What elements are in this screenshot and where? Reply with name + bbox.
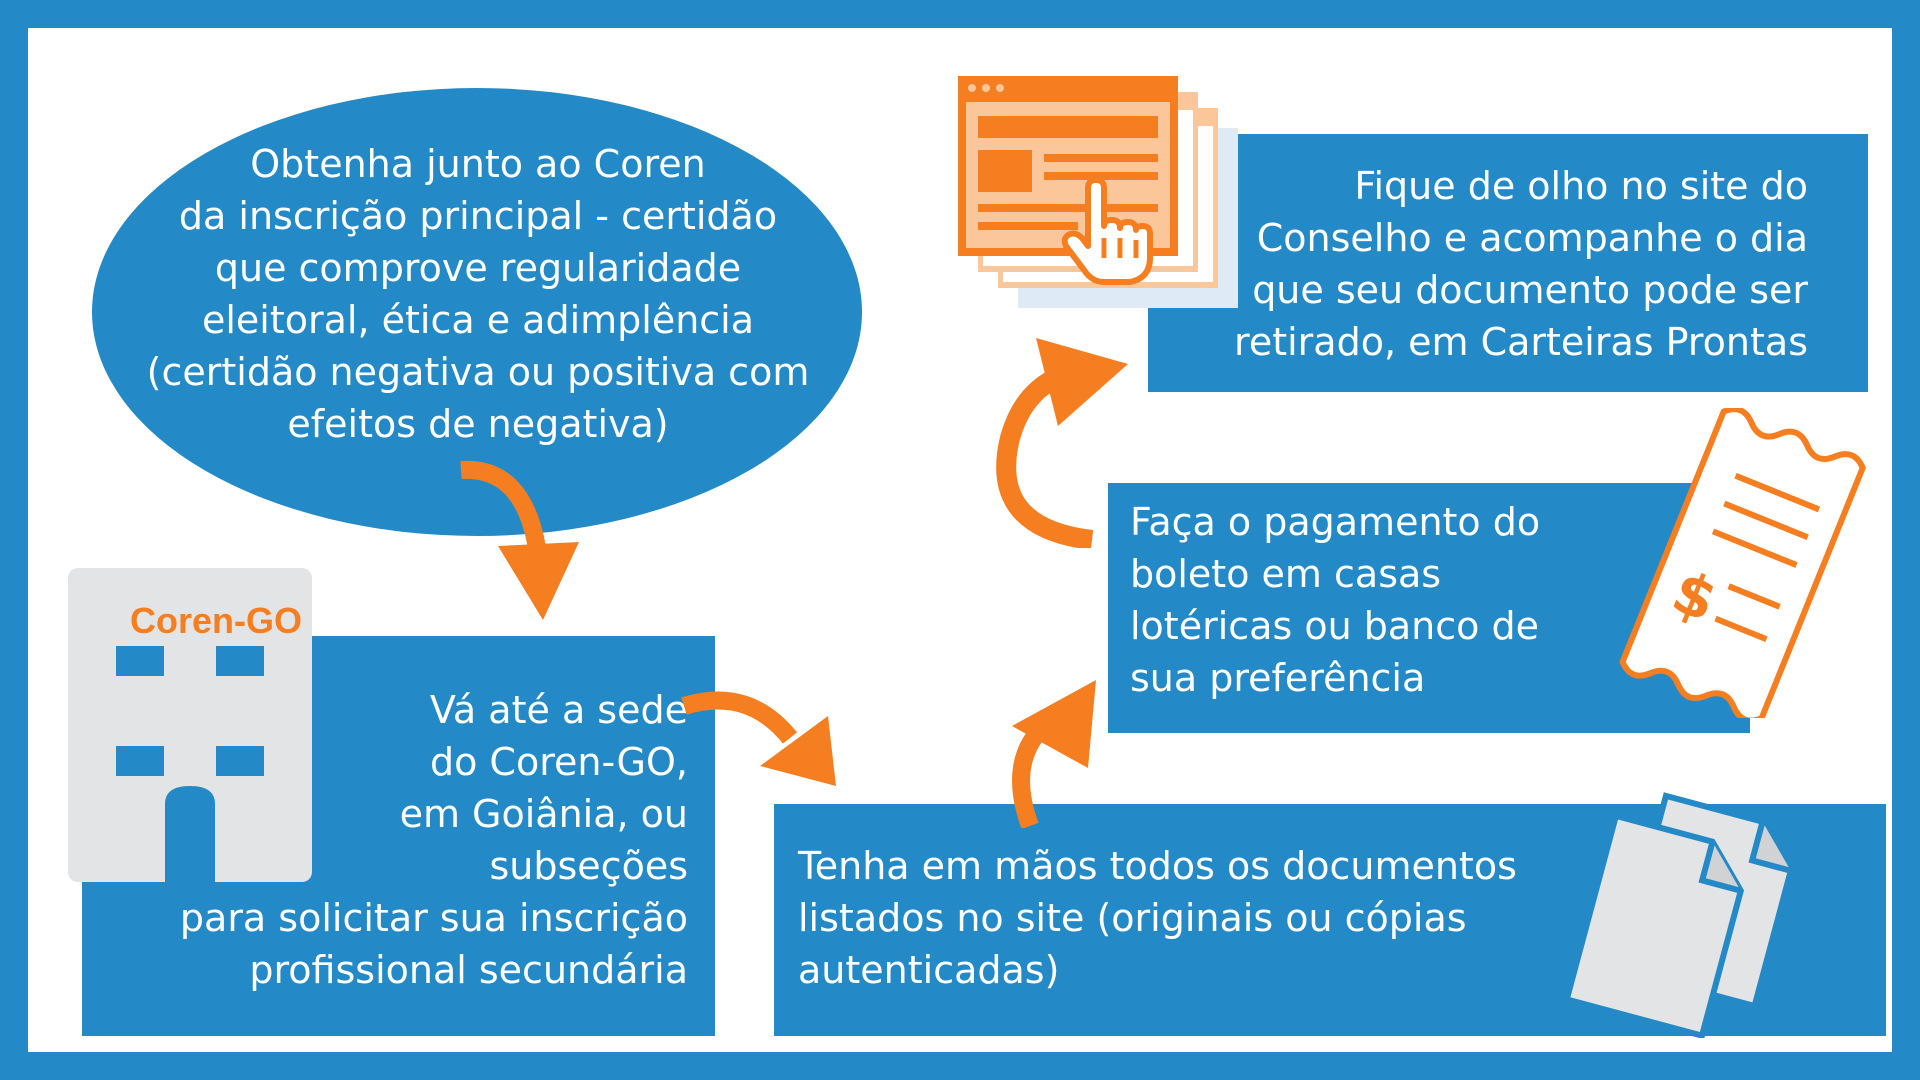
arrow-down-icon	[460, 460, 579, 620]
arrow-right-icon	[681, 691, 836, 786]
text-line: para solicitar sua inscrição	[179, 896, 688, 940]
text-line: que seu documento pode ser	[1252, 268, 1808, 312]
text-line: Fique de olho no site do	[1354, 164, 1808, 208]
step-documentos-text: Tenha em mãos todos os documentos listad…	[798, 840, 1618, 996]
text-line: (certidão negativa ou positiva com	[146, 350, 810, 394]
text-line: Vá até a sede	[429, 688, 688, 732]
step-pagamento-text: Faça o pagamento do boleto em casas loté…	[1130, 496, 1650, 704]
hand-pointer-icon	[1061, 178, 1153, 285]
text-line: em Goiânia, ou	[399, 792, 688, 836]
text-line: profissional secundária	[249, 948, 688, 992]
documents-icon	[1563, 792, 1795, 1038]
step-coren-principal-bubble	[92, 88, 862, 536]
arrow-curve-up-icon	[996, 338, 1128, 548]
text-line: eleitoral, ética e adimplência	[201, 298, 755, 342]
text-line: autenticadas)	[798, 948, 1060, 992]
building-label: Coren-GO	[129, 600, 302, 641]
text-line: Conselho e acompanhe o dia	[1256, 216, 1808, 260]
text-line: boleto em casas	[1130, 552, 1442, 596]
text-line: que comprove regularidade	[214, 246, 742, 290]
receipt-icon: $	[1619, 408, 1866, 718]
text-line: retirado, em Carteiras Prontas	[1234, 320, 1808, 364]
step-site-box	[1148, 134, 1868, 392]
step-site-text: Fique de olho no site do Conselho e acom…	[1168, 160, 1808, 368]
text-line: lotéricas ou banco de	[1130, 604, 1539, 648]
text-line: listados no site (originais ou cópias	[798, 896, 1467, 940]
step-coren-principal-text: Obtenha junto ao Coren da inscrição prin…	[128, 138, 828, 450]
text-line: do Coren-GO,	[429, 740, 688, 784]
step-sede-text: Vá até a sede do Coren-GO, em Goiânia, o…	[108, 684, 688, 996]
text-line: efeitos de negativa)	[287, 402, 669, 446]
text-line: da inscrição principal - certidão	[178, 194, 778, 238]
text-line: Faça o pagamento do	[1130, 500, 1541, 544]
text-line: Obtenha junto ao Coren	[250, 142, 706, 186]
building-icon	[68, 568, 312, 882]
arrow-up-icon	[1012, 680, 1096, 828]
text-line: sua preferência	[1130, 656, 1426, 700]
text-line: subseções	[489, 844, 689, 888]
text-line: Tenha em mãos todos os documentos	[798, 844, 1517, 888]
